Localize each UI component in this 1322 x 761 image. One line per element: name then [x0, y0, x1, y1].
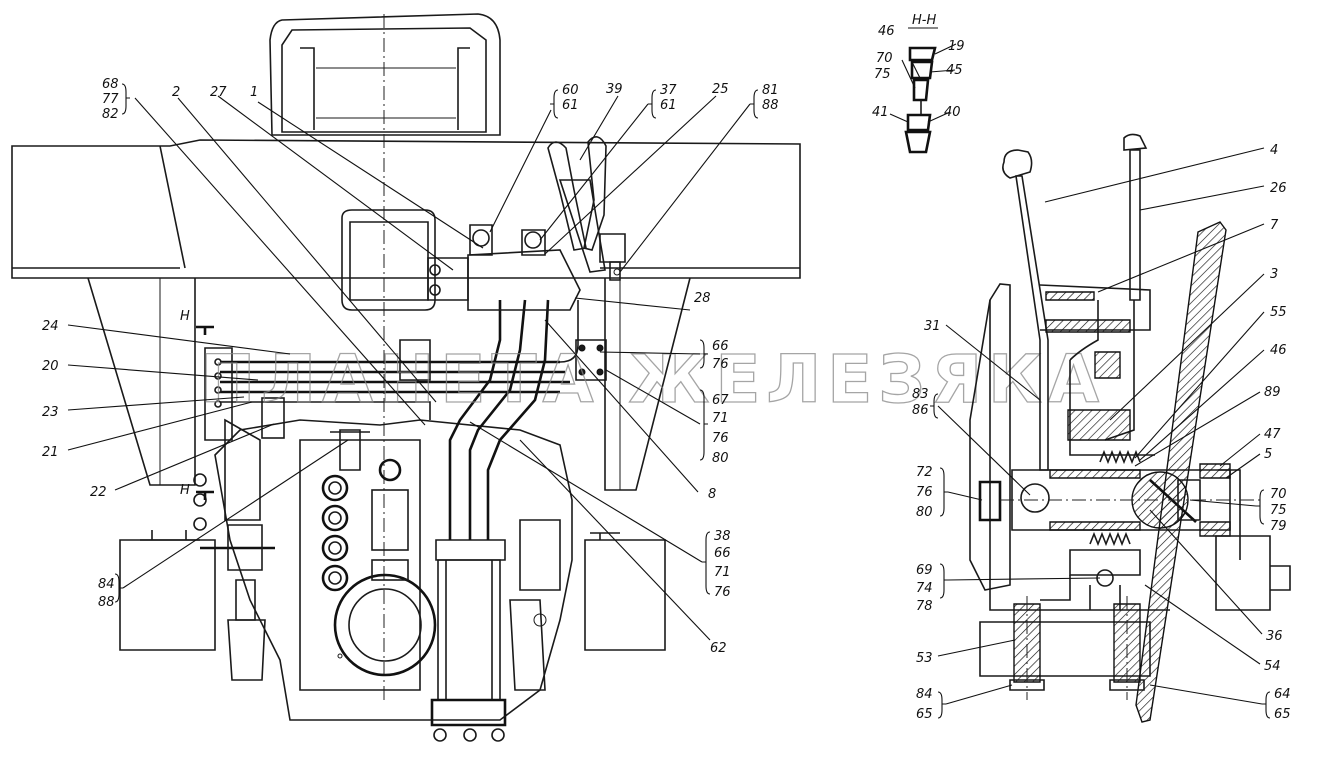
- callout-61: 61: [660, 98, 677, 113]
- callout-65: 65: [916, 707, 933, 722]
- callout-25: 25: [712, 82, 729, 97]
- callout-31: 31: [924, 319, 941, 334]
- callout-84: 84: [916, 687, 933, 702]
- callout-5: 5: [1264, 447, 1272, 462]
- section-mark-top: Н: [180, 309, 190, 324]
- callout-2: 2: [172, 85, 180, 100]
- callout-70: 70: [876, 51, 893, 66]
- callout-28: 28: [694, 291, 711, 306]
- callout-66: 66: [712, 339, 729, 354]
- callout-76: 76: [712, 357, 729, 372]
- callout-20: 20: [42, 359, 59, 374]
- callout-80: 80: [712, 451, 729, 466]
- callout-62: 62: [710, 641, 727, 656]
- callout-36: 36: [1266, 629, 1283, 644]
- callout-82: 82: [102, 107, 119, 122]
- callout-79: 79: [1270, 519, 1287, 534]
- section-detail: [904, 46, 937, 154]
- callout-46: 46: [1270, 343, 1287, 358]
- callout-7: 7: [1270, 218, 1279, 233]
- callout-45: 45: [946, 63, 963, 78]
- callout-75: 75: [874, 67, 891, 82]
- callout-64: 64: [1274, 687, 1291, 702]
- callout-76: 76: [712, 431, 729, 446]
- callout-88: 88: [762, 98, 779, 113]
- part-labels: 68 77 82 2 27 1 60 61 39 37 61 25 81 88 …: [42, 13, 1291, 722]
- callout-68: 68: [102, 77, 119, 92]
- callout-19: 19: [948, 39, 965, 54]
- callout-54: 54: [1264, 659, 1281, 674]
- callout-8: 8: [708, 487, 716, 502]
- callout-60: 60: [562, 83, 579, 98]
- callout-76: 76: [714, 585, 731, 600]
- callout-40: 40: [944, 105, 961, 120]
- callout-70: 70: [1270, 487, 1287, 502]
- callout-55: 55: [1270, 305, 1287, 320]
- callout-3: 3: [1270, 267, 1278, 282]
- callout-74: 74: [916, 581, 933, 596]
- callout-27: 27: [210, 85, 227, 100]
- callout-78: 78: [916, 599, 933, 614]
- callout-39: 39: [606, 82, 623, 97]
- callout-80: 80: [916, 505, 933, 520]
- callout-88: 88: [98, 595, 115, 610]
- callout-22: 22: [90, 485, 107, 500]
- callout-69: 69: [916, 563, 933, 578]
- callout-86: 86: [912, 403, 929, 418]
- callout-66: 66: [714, 546, 731, 561]
- callout-76: 76: [916, 485, 933, 500]
- callout-41: 41: [872, 105, 889, 120]
- callout-37: 37: [660, 83, 677, 98]
- callout-72: 72: [916, 465, 933, 480]
- callout-26: 26: [1270, 181, 1287, 196]
- callout-75: 75: [1270, 503, 1287, 518]
- callout-89: 89: [1264, 385, 1281, 400]
- callout-65: 65: [1274, 707, 1291, 722]
- callout-24: 24: [42, 319, 59, 334]
- callout-53: 53: [916, 651, 933, 666]
- callout-83: 83: [912, 387, 929, 402]
- callout-1: 1: [250, 85, 258, 100]
- callout-67: 67: [712, 393, 729, 408]
- callout-81: 81: [762, 83, 779, 98]
- callout-71: 71: [712, 411, 729, 426]
- callout-61: 61: [562, 98, 579, 113]
- callout-23: 23: [42, 405, 59, 420]
- callout-84: 84: [98, 577, 115, 592]
- section-title: Н-Н: [912, 13, 936, 28]
- callout-46: 46: [878, 24, 895, 39]
- front-view: [11, 13, 801, 742]
- callout-4: 4: [1270, 143, 1278, 158]
- callout-77: 77: [102, 92, 119, 107]
- callout-21: 21: [42, 445, 59, 460]
- callout-38: 38: [714, 529, 731, 544]
- section-mark-bottom: Н: [180, 483, 190, 498]
- leader-lines: [67, 43, 1271, 719]
- side-view: [969, 133, 1291, 723]
- callout-71: 71: [714, 565, 731, 580]
- callout-47: 47: [1264, 427, 1281, 442]
